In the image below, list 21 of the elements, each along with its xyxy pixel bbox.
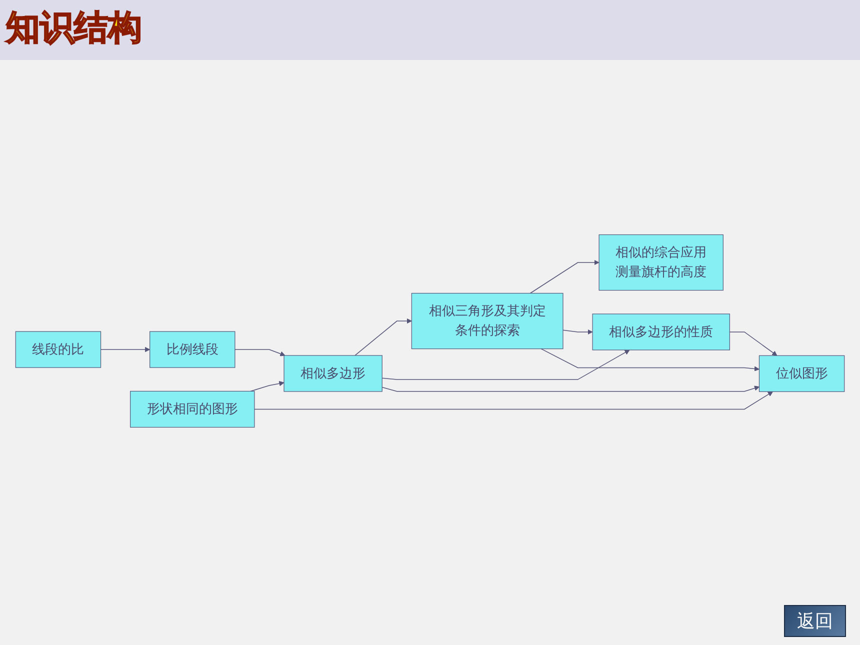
node-box: 相似多边形	[284, 355, 382, 392]
node-box: 线段的比	[15, 331, 102, 368]
node-box: 比例线段	[150, 331, 236, 368]
arrow	[234, 349, 286, 356]
arrow	[100, 346, 150, 352]
back-button: 返回	[784, 605, 846, 637]
node-box: 形状相同的图形	[130, 390, 255, 428]
node-box: 相似的综合应用 测量旗杆的高度	[598, 234, 724, 291]
arrow	[382, 386, 760, 392]
arrow	[354, 318, 412, 356]
node-box: 相似多边形的性质	[592, 314, 730, 350]
title: 知识结构	[6, 7, 142, 50]
arrow	[254, 391, 773, 410]
arrow	[562, 329, 593, 335]
arrow	[540, 348, 760, 372]
arrow	[382, 350, 630, 380]
arrow	[250, 381, 284, 392]
node-box: 相似三角形及其判定条件的探索	[411, 292, 564, 350]
node-box: 位似图形	[758, 355, 845, 392]
arrow	[530, 260, 600, 294]
arrow	[729, 332, 778, 356]
